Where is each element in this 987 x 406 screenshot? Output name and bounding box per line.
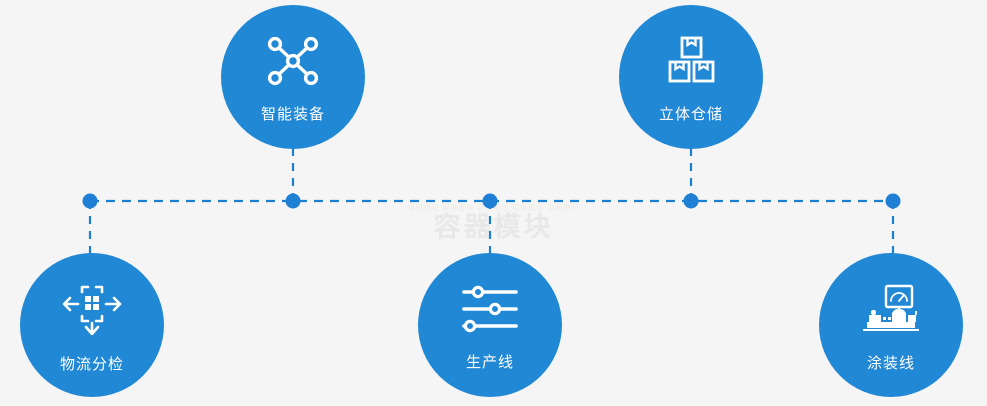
industrial-panel-icon xyxy=(859,284,923,334)
node-label: 生产线 xyxy=(465,353,514,371)
node-label: 物流分检 xyxy=(59,355,124,373)
network-nodes-icon xyxy=(265,35,321,87)
node-logistics-sorting[interactable]: 物流分检 xyxy=(20,253,164,397)
watermark-subtext: 容器模块 容器模块 容器模块 容器模块 容器模块 xyxy=(407,205,580,212)
node-coating-line[interactable]: 涂装线 xyxy=(819,253,963,397)
node-label: 涂装线 xyxy=(866,354,915,372)
node-label: 智能装备 xyxy=(260,105,325,123)
watermark-text: 容器模块 xyxy=(433,212,554,242)
node-stereo-warehouse[interactable]: 立体仓储 xyxy=(619,5,763,149)
node-production-line[interactable]: 生产线 xyxy=(418,253,562,397)
sorting-arrows-icon xyxy=(62,283,122,335)
node-intelligent-equipment[interactable]: 智能装备 xyxy=(221,5,365,149)
node-label: 立体仓储 xyxy=(658,105,723,123)
stacked-boxes-icon xyxy=(663,35,719,87)
sliders-icon xyxy=(461,285,519,333)
